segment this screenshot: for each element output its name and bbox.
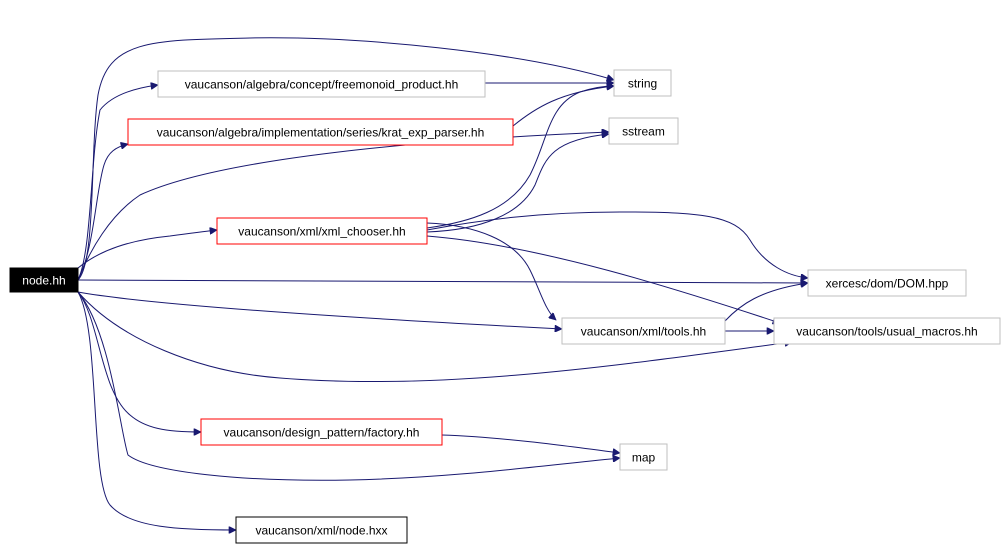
node-label: vaucanson/xml/tools.hh: [581, 325, 706, 339]
node-label: string: [628, 77, 657, 91]
node-tools[interactable]: vaucanson/xml/tools.hh: [561, 317, 726, 345]
edge-factory-to-map: [441, 434, 620, 453]
node-label: node.hh: [22, 274, 65, 288]
node-node-hxx[interactable]: vaucanson/xml/node.hxx: [235, 516, 408, 544]
node-label: xercesc/dom/DOM.hpp: [826, 277, 949, 291]
edge-tools-to-dom: [724, 283, 808, 322]
edge-root-to-sstream: [77, 132, 609, 281]
node-xml-chooser[interactable]: vaucanson/xml/xml_chooser.hh: [216, 217, 428, 245]
edge-root-to-dom: [77, 280, 808, 283]
edges: [77, 37, 808, 530]
edge-xml-chooser-to-string: [426, 86, 614, 229]
node-label: sstream: [622, 125, 665, 139]
node-label: vaucanson/algebra/implementation/series/…: [157, 126, 485, 140]
node-label: vaucanson/xml/node.hxx: [255, 524, 387, 538]
edge-root-to-tools: [77, 291, 562, 329]
node-dom-hpp[interactable]: xercesc/dom/DOM.hpp: [807, 269, 967, 297]
node-root-node-hh[interactable]: node.hh: [9, 267, 79, 293]
edge-xml-chooser-to-tools: [426, 222, 556, 320]
edge-root-to-string: [77, 37, 614, 281]
node-freemonoid-product[interactable]: vaucanson/algebra/concept/freemonoid_pro…: [157, 70, 486, 98]
edge-root-to-node-hxx: [77, 291, 236, 530]
node-sstream[interactable]: sstream: [608, 117, 679, 145]
edge-root-to-factory: [77, 291, 201, 432]
node-label: vaucanson/algebra/concept/freemonoid_pro…: [185, 78, 459, 92]
node-label: vaucanson/design_pattern/factory.hh: [224, 426, 420, 440]
edge-root-to-xml-chooser: [77, 230, 217, 269]
edge-xml-chooser-to-usual-macros: [426, 235, 780, 323]
edge-krat-to-string: [512, 86, 614, 127]
node-krat-exp-parser[interactable]: vaucanson/algebra/implementation/series/…: [127, 118, 514, 146]
node-label: map: [632, 451, 656, 465]
nodes: node.hh vaucanson/algebra/concept/freemo…: [9, 69, 1001, 544]
edge-root-to-map: [77, 291, 620, 481]
node-factory[interactable]: vaucanson/design_pattern/factory.hh: [200, 418, 443, 446]
node-string[interactable]: string: [613, 69, 672, 97]
edge-xml-chooser-to-dom: [426, 211, 808, 278]
edge-root-to-krat: [77, 144, 128, 281]
node-label: vaucanson/tools/usual_macros.hh: [796, 325, 977, 339]
edge-root-to-usual-macros: [77, 291, 792, 383]
edge-xml-chooser-to-sstream: [426, 134, 609, 233]
node-usual-macros[interactable]: vaucanson/tools/usual_macros.hh: [773, 317, 1001, 345]
node-label: vaucanson/xml/xml_chooser.hh: [238, 225, 405, 239]
node-map[interactable]: map: [619, 443, 668, 471]
edge-root-to-freemonoid: [77, 85, 158, 281]
